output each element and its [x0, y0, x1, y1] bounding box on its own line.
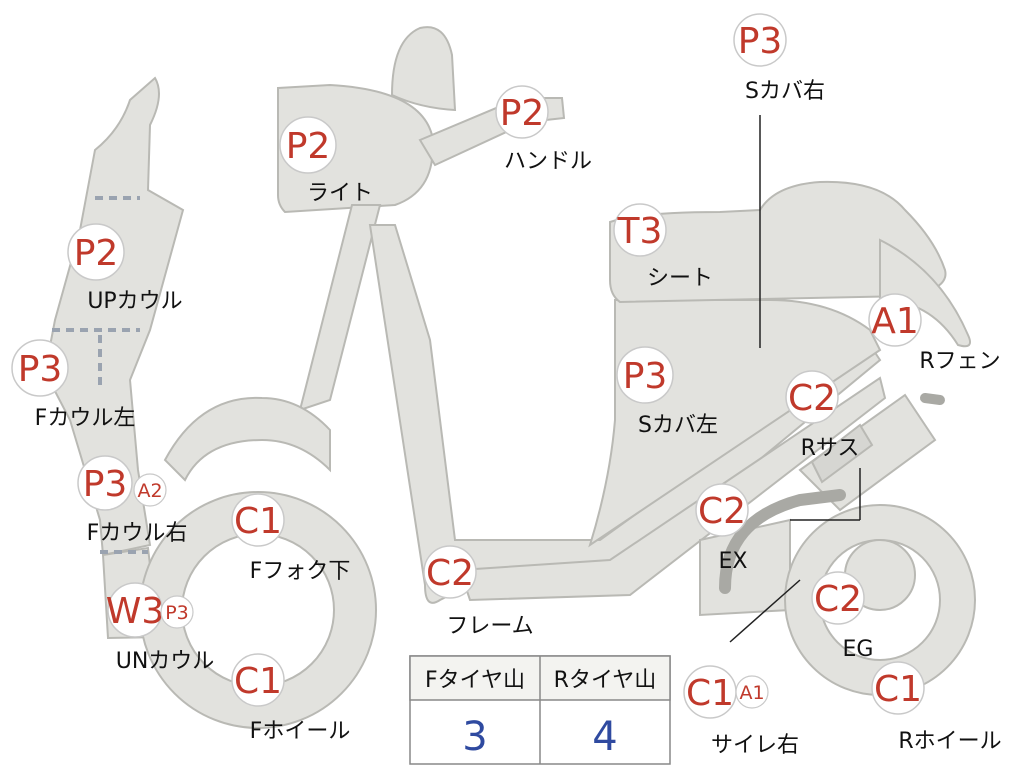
part-label: Rサス — [801, 436, 860, 461]
grade-badge — [11, 339, 69, 397]
grade-text: P3 — [623, 356, 668, 397]
grade-text: C2 — [814, 579, 862, 620]
sub-grade-badge — [133, 473, 167, 507]
grade-badge — [616, 346, 674, 404]
grade-text: P2 — [500, 93, 545, 134]
grade-text: C1 — [686, 673, 734, 714]
grade-text: T3 — [617, 211, 663, 252]
part-label: Rホイール — [898, 729, 1001, 754]
part-label: Fカウル左 — [35, 406, 136, 431]
grade-badge — [785, 370, 839, 424]
grade-text: A1 — [871, 301, 919, 342]
grade-badge — [811, 571, 865, 625]
part-handle[interactable]: P2 ハンドル — [495, 85, 592, 174]
grade-text: C1 — [234, 661, 282, 702]
seat-shape — [609, 180, 947, 304]
grade-badge — [871, 661, 925, 715]
part-label: UPカウル — [87, 289, 182, 314]
part-label: Fカウル右 — [87, 521, 188, 546]
part-label: Sカバ右 — [745, 79, 825, 104]
grade-text: C1 — [234, 501, 282, 542]
part-label: Fフォク下 — [250, 559, 351, 584]
grade-text: W3 — [106, 591, 165, 632]
grade-text: P3 — [18, 349, 63, 390]
grade-badge — [231, 493, 285, 547]
grade-text: C2 — [698, 491, 746, 532]
part-label: EX — [719, 549, 748, 574]
leader-lines — [729, 115, 861, 643]
sub-grade-badge — [160, 595, 194, 629]
part-label: Rフェン — [919, 349, 1000, 374]
headlight-housing-shape — [277, 83, 434, 214]
grade-badge — [695, 483, 749, 537]
grade-badge — [733, 13, 787, 67]
cowl-dividers — [52, 196, 148, 554]
part-label: EG — [843, 637, 874, 662]
table-value-rear: 4 — [592, 714, 617, 760]
grade-text: C2 — [426, 553, 474, 594]
table-header-rear: Rタイヤ山 — [554, 668, 657, 693]
grade-text: P2 — [286, 126, 331, 167]
part-label: Sカバ左 — [638, 413, 718, 438]
part-frame[interactable]: C2 フレーム — [423, 545, 534, 639]
part-label: Fホイール — [250, 719, 351, 744]
part-seat[interactable]: T3 シート — [613, 203, 713, 291]
sub-grade-text: A2 — [137, 480, 162, 502]
grade-badge — [231, 653, 285, 707]
grade-badge — [868, 293, 922, 347]
exhaust-pipe-shape — [719, 489, 846, 594]
sub-grade-badge — [735, 675, 769, 709]
sub-grade-text: P3 — [165, 602, 189, 624]
grade-text: P2 — [74, 233, 119, 274]
shock-end-shape — [920, 393, 945, 405]
scooter-body — [43, 26, 976, 729]
part-label: フレーム — [446, 614, 533, 639]
grade-badge — [279, 116, 337, 174]
part-light[interactable]: P2 ライト — [279, 116, 373, 206]
grade-badge — [613, 203, 667, 257]
part-label: シート — [647, 266, 713, 291]
sub-grade-text: A1 — [739, 682, 764, 704]
table-header-front: Fタイヤ山 — [425, 668, 525, 693]
grade-text: C1 — [874, 669, 922, 710]
part-label: UNカウル — [116, 649, 215, 674]
part-label: ハンドル — [504, 149, 592, 174]
grade-text: P3 — [83, 464, 128, 505]
rear-shock-body — [810, 423, 874, 484]
table-value-front: 3 — [462, 714, 487, 760]
front-cowl-shape — [43, 76, 185, 557]
grade-badge — [67, 223, 125, 281]
grade-text: C2 — [788, 378, 836, 419]
steering-column-shape — [298, 204, 382, 412]
part-label: ライト — [307, 181, 373, 206]
tire-tread-table: Fタイヤ山 Rタイヤ山 3 4 — [409, 655, 671, 765]
part-label: サイレ右 — [711, 733, 799, 758]
grade-badge — [423, 545, 477, 599]
grade-badge — [77, 455, 133, 511]
floor-rail-shape — [458, 376, 887, 602]
grade-text: P3 — [738, 21, 783, 62]
grade-badge — [495, 85, 549, 139]
windshield-shape — [390, 26, 457, 112]
front-fender-shape — [163, 396, 331, 482]
